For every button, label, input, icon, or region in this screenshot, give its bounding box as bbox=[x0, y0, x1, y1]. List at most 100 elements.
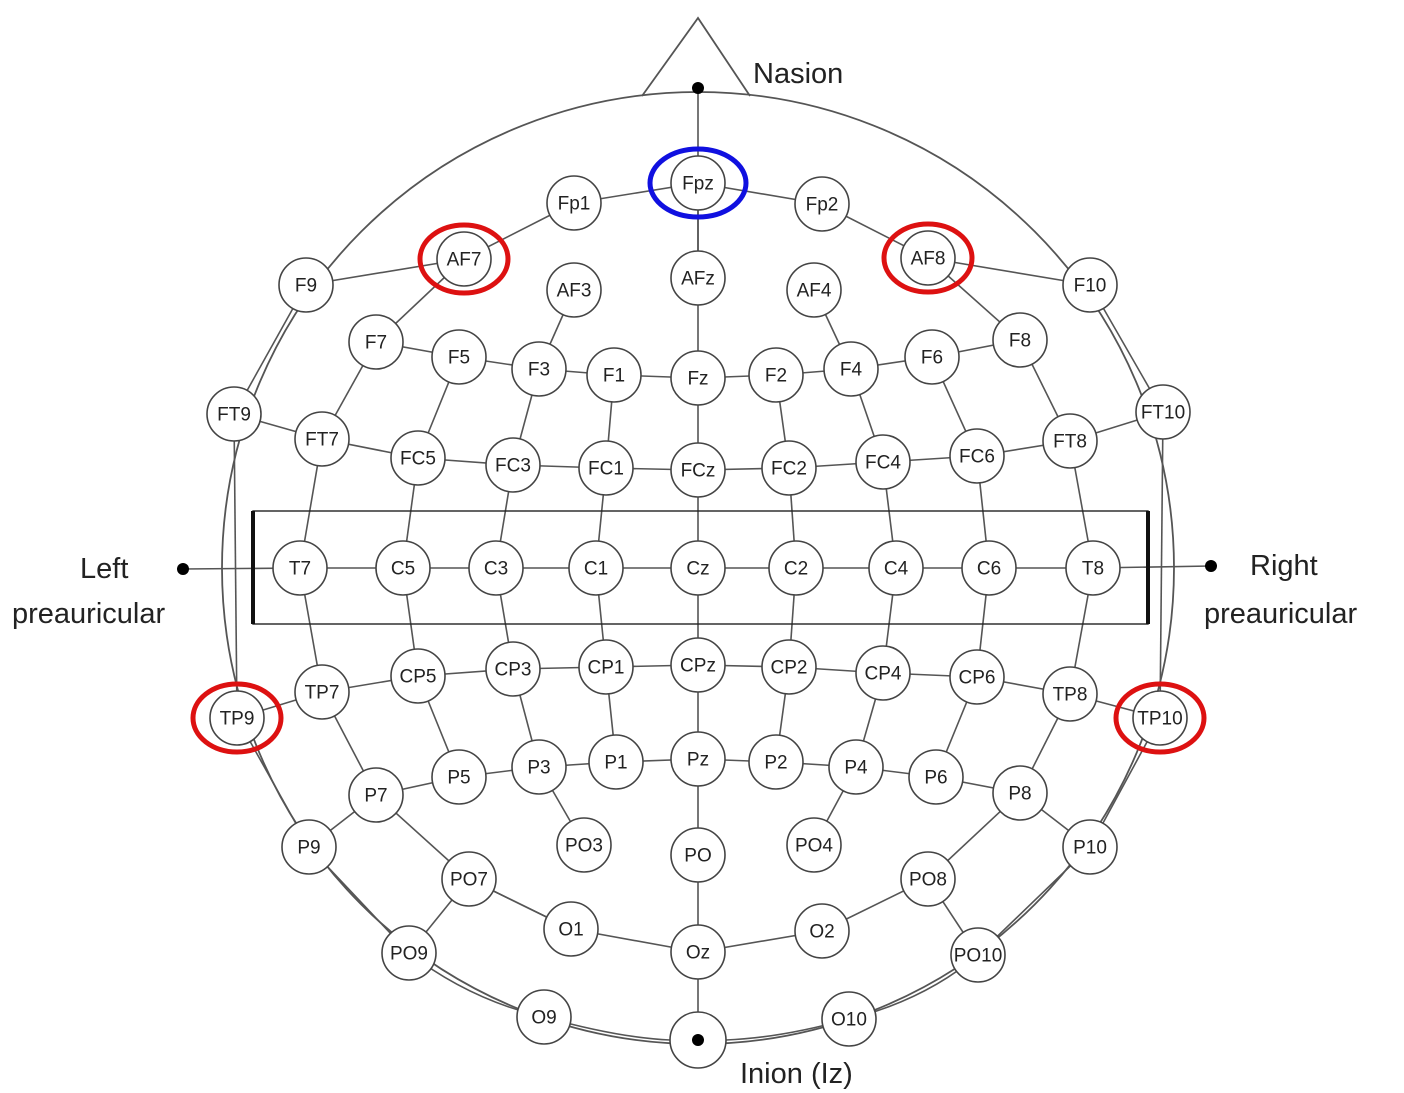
electrode-label: P2 bbox=[764, 753, 787, 774]
electrode-label: AF4 bbox=[797, 281, 832, 302]
electrode-f3: F3 bbox=[511, 341, 567, 397]
electrode-label: TP7 bbox=[305, 683, 340, 704]
electrode-label: O10 bbox=[831, 1010, 867, 1031]
electrode-c2: C2 bbox=[768, 540, 824, 596]
electrode-circle bbox=[431, 329, 487, 385]
electrode-label: P9 bbox=[297, 838, 320, 859]
nasion-dot bbox=[692, 82, 704, 94]
electrode-circle bbox=[516, 989, 572, 1045]
electrode-circle bbox=[281, 819, 337, 875]
right-label: Right bbox=[1250, 550, 1318, 582]
electrode-circle bbox=[961, 540, 1017, 596]
electrode-p7: P7 bbox=[348, 767, 404, 823]
electrode-circle bbox=[908, 749, 964, 805]
electrode-label: Cz bbox=[686, 559, 709, 580]
electrode-circle bbox=[1042, 413, 1098, 469]
electrode-label: P5 bbox=[447, 768, 470, 789]
electrode-label: AFz bbox=[681, 269, 715, 290]
electrode-po4: PO4 bbox=[786, 817, 842, 873]
electrode-t8: T8 bbox=[1065, 540, 1121, 596]
electrode-label: C5 bbox=[391, 559, 415, 580]
electrode-c3: C3 bbox=[468, 540, 524, 596]
electrode-cp1: CP1 bbox=[578, 639, 634, 695]
electrode-circle bbox=[670, 350, 726, 406]
electrode-circle bbox=[546, 175, 602, 231]
electrode-circle bbox=[1132, 690, 1188, 746]
electrode-p3: P3 bbox=[511, 739, 567, 795]
electrode-tp9: TP9 bbox=[209, 690, 265, 746]
electrode-po9: PO9 bbox=[381, 925, 437, 981]
electrode-label: C3 bbox=[484, 559, 508, 580]
electrode-af8: AF8 bbox=[900, 230, 956, 286]
electrode-label: FT9 bbox=[217, 405, 251, 426]
electrode-circle bbox=[670, 637, 726, 693]
electrode-po10: PO10 bbox=[950, 927, 1006, 983]
electrode-af4: AF4 bbox=[786, 262, 842, 318]
electrode-circle bbox=[992, 765, 1048, 821]
electrode-label: FC4 bbox=[865, 453, 901, 474]
electrode-circle bbox=[950, 927, 1006, 983]
electrode-circle bbox=[949, 428, 1005, 484]
electrode-circle bbox=[390, 430, 446, 486]
electrode-po3: PO3 bbox=[556, 817, 612, 873]
right-preauricular-label: preauricular bbox=[1204, 598, 1357, 630]
electrode-f9: F9 bbox=[278, 257, 334, 313]
electrode-label: FT10 bbox=[1141, 403, 1185, 424]
electrode-label: P1 bbox=[604, 753, 627, 774]
electrode-circle bbox=[578, 440, 634, 496]
right-preauricular-dot bbox=[1205, 560, 1217, 572]
electrode-af7: AF7 bbox=[436, 231, 492, 287]
electrode-circle bbox=[556, 817, 612, 873]
electrode-p6: P6 bbox=[908, 749, 964, 805]
electrode-circle bbox=[543, 901, 599, 957]
electrode-p9: P9 bbox=[281, 819, 337, 875]
electrode-ft7: FT7 bbox=[294, 411, 350, 467]
electrode-circle bbox=[904, 329, 960, 385]
electrode-fp2: Fp2 bbox=[794, 176, 850, 232]
electrode-label: Fpz bbox=[682, 174, 714, 195]
electrode-label: CP3 bbox=[495, 660, 532, 681]
electrode-circle bbox=[436, 231, 492, 287]
electrode-label: FC5 bbox=[400, 449, 436, 470]
electrode-label: TP9 bbox=[220, 709, 255, 730]
electrode-f10: F10 bbox=[1062, 257, 1118, 313]
electrode-label: F3 bbox=[528, 360, 550, 381]
electrode-circle bbox=[821, 991, 877, 1047]
electrode-f7: F7 bbox=[348, 314, 404, 370]
electrode-f5: F5 bbox=[431, 329, 487, 385]
electrode-label: F4 bbox=[840, 360, 863, 381]
electrode-label: T7 bbox=[289, 559, 311, 580]
electrode-label: CPz bbox=[680, 656, 716, 677]
electrode-ft9: FT9 bbox=[206, 386, 262, 442]
electrode-label: PO bbox=[684, 846, 711, 867]
electrode-circle bbox=[206, 386, 262, 442]
electrode-label: FC6 bbox=[959, 447, 995, 468]
electrode-circle bbox=[294, 664, 350, 720]
electrode-circle bbox=[670, 731, 726, 787]
electrode-label: CP2 bbox=[771, 658, 808, 679]
electrode-circle bbox=[900, 851, 956, 907]
electrode-cp6: CP6 bbox=[949, 649, 1005, 705]
electrode-circle bbox=[992, 312, 1048, 368]
electrode-label: F1 bbox=[603, 366, 625, 387]
electrode-circle bbox=[900, 230, 956, 286]
electrode-label: AF8 bbox=[911, 249, 946, 270]
electrode-label: PO9 bbox=[390, 944, 428, 965]
electrode-label: F10 bbox=[1074, 276, 1107, 297]
electrode-label: FC1 bbox=[588, 459, 624, 480]
electrode-label: F8 bbox=[1009, 331, 1031, 352]
electrode-tp8: TP8 bbox=[1042, 666, 1098, 722]
electrode-p8: P8 bbox=[992, 765, 1048, 821]
electrode-f4: F4 bbox=[823, 341, 879, 397]
electrode-label: TP8 bbox=[1053, 685, 1088, 706]
electrode-fc3: FC3 bbox=[485, 437, 541, 493]
electrode-label: FT7 bbox=[305, 430, 339, 451]
electrode-circle bbox=[381, 925, 437, 981]
electrode-label: FT8 bbox=[1053, 432, 1087, 453]
nose-triangle bbox=[641, 16, 751, 97]
electrode-circle bbox=[1065, 540, 1121, 596]
electrode-circle bbox=[670, 442, 726, 498]
electrode-label: CP5 bbox=[400, 667, 437, 688]
electrode-af3: AF3 bbox=[546, 262, 602, 318]
electrode-fcz: FCz bbox=[670, 442, 726, 498]
